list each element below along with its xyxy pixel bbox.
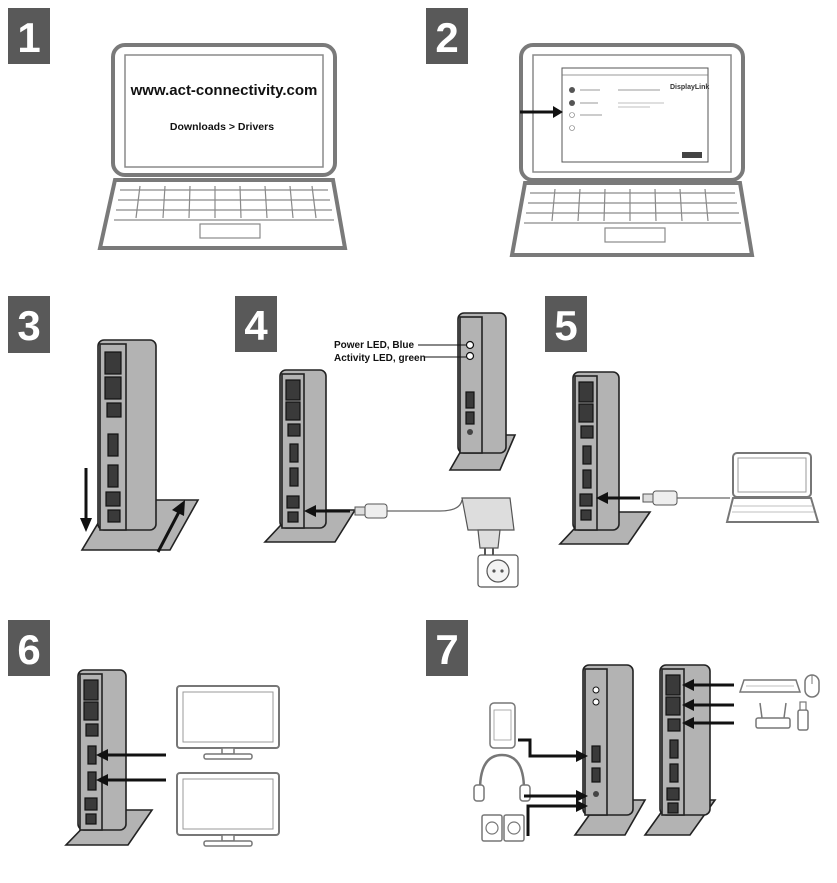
power-adapter [354, 497, 515, 556]
step-5-number: 5 [554, 302, 577, 349]
router [755, 702, 791, 729]
step-2-number: 2 [435, 14, 458, 61]
speakers [481, 814, 525, 842]
activity-led [465, 351, 475, 361]
step-4-number: 4 [244, 302, 268, 349]
step-5-badge [545, 296, 587, 352]
download-path: Downloads > Drivers [170, 121, 274, 133]
step-4: 4 Power LED, Blue Activity LED, green [235, 296, 519, 588]
monitor-bottom [176, 772, 280, 847]
step-5: 5 [545, 296, 820, 545]
monitor-top [176, 685, 280, 760]
laptop-2: DisplayLink [509, 43, 755, 257]
headset [473, 753, 531, 802]
arrow-up [156, 509, 182, 553]
power-led-label: Power LED, Blue [334, 340, 414, 351]
step-2: 2 DisplayLink [426, 8, 755, 257]
laptop-1 [97, 43, 348, 250]
step-1: 1 www.act-connectivity.com Downloads > D… [8, 8, 348, 250]
step-1-badge [8, 8, 50, 64]
download-url: www.act-connectivity.com [130, 82, 318, 99]
step-6-number: 6 [17, 626, 40, 673]
dock-rear-7 [643, 664, 717, 836]
smartphone [489, 702, 516, 749]
step-4-badge [235, 296, 277, 352]
step-6: 6 [8, 620, 280, 847]
step-7: 7 [426, 620, 820, 842]
step-3: 3 [8, 296, 200, 553]
keyboard [738, 679, 802, 693]
laptop-5 [725, 452, 820, 523]
step-7-number: 7 [435, 626, 458, 673]
step-6-badge [8, 620, 50, 676]
usb-stick [797, 701, 809, 731]
step-3-number: 3 [17, 302, 40, 349]
step-7-badge [426, 620, 468, 676]
installer-brand: DisplayLink [670, 84, 709, 91]
activity-led-label: Activity LED, green [334, 353, 426, 364]
dock-rear-6 [64, 669, 154, 846]
wall-outlet [477, 554, 519, 588]
power-led [465, 340, 475, 350]
dock-rear-4 [263, 369, 357, 543]
dock-rear-5 [558, 371, 652, 545]
dock-front-4 [448, 312, 517, 471]
usb-cable [642, 490, 730, 506]
dock-with-stand-3 [80, 339, 200, 551]
mouse [804, 674, 820, 698]
step-1-number: 1 [17, 14, 40, 61]
step-3-badge [8, 296, 50, 353]
dock-front-7 [573, 664, 647, 836]
step-2-badge [426, 8, 468, 64]
